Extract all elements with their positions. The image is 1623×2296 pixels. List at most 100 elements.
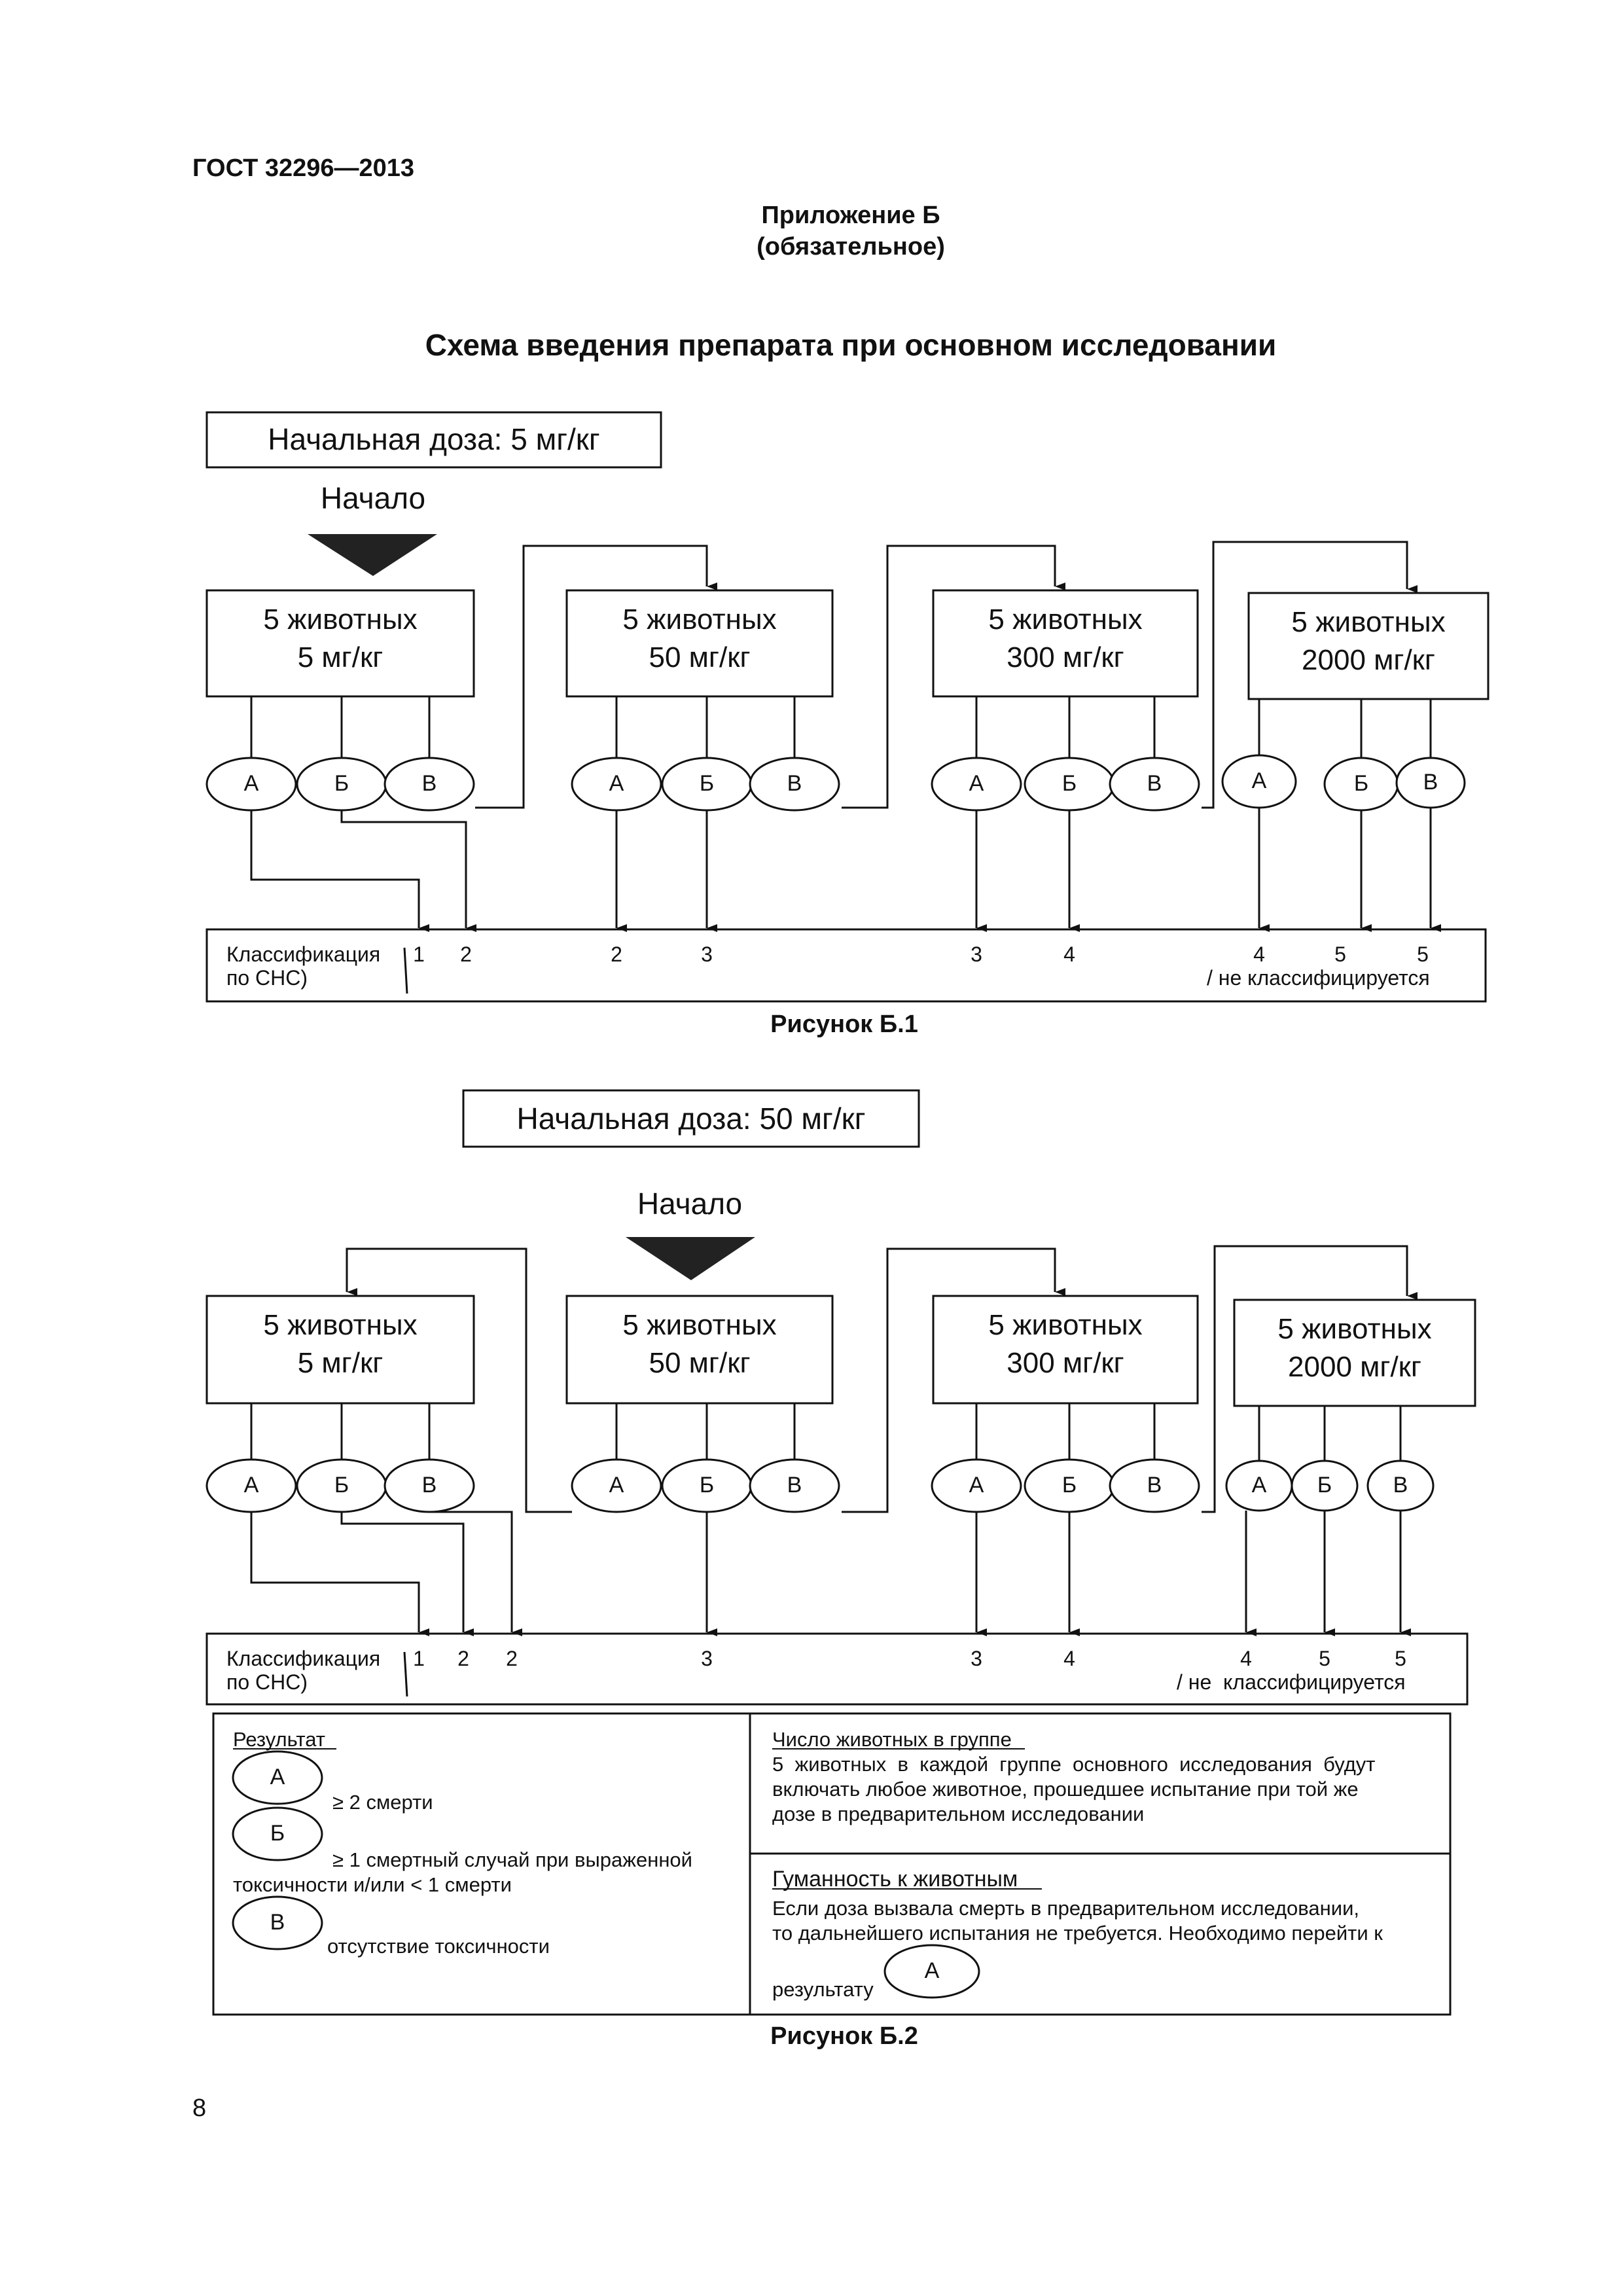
fig1-box-2000 — [1247, 592, 1489, 700]
fig2-box-2000 — [1233, 1299, 1476, 1407]
legend-humane-line-1: Если доза вызвала смерть в предварительн… — [772, 1897, 1360, 1920]
fig2-oval-b-3: Б — [1061, 1473, 1077, 1498]
fig1-class-value: 2 — [611, 942, 622, 966]
annex-title: Приложение Б — [761, 202, 940, 229]
fig1-class-value: 2 — [460, 942, 472, 966]
fig2-oval-b-2: Б — [699, 1473, 715, 1498]
fig2-not-classified: / не классифицируется — [1177, 1670, 1406, 1694]
fig2-class-label-2: по СНС) — [226, 1670, 308, 1694]
fig2-oval-a-4: А — [1251, 1473, 1267, 1498]
legend-oval-c: В — [270, 1910, 285, 1935]
fig2-class-value: 2 — [506, 1647, 518, 1670]
fig1-oval-a-3: А — [969, 771, 984, 796]
legend-humane-oval: А — [924, 1958, 940, 1983]
fig1-start-dose-box — [205, 411, 662, 469]
fig1-oval-c-2: В — [787, 771, 802, 796]
fig2-class-value: 4 — [1240, 1647, 1252, 1670]
fig2-class-value: 2 — [457, 1647, 469, 1670]
fig1-class-label-2: по СНС) — [226, 966, 308, 990]
fig2-oval-b-4: Б — [1317, 1473, 1332, 1498]
fig1-class-label-1: Классификация — [226, 942, 381, 966]
fig2-class-value: 3 — [701, 1647, 713, 1670]
legend-humane-line-2: то дальнейшего испытания не требуется. Н… — [772, 1922, 1383, 1945]
fig1-class-value: 5 — [1334, 942, 1346, 966]
fig2-box-300 — [932, 1295, 1199, 1405]
fig2-start-dose: Начальная доза: 50 мг/кг — [516, 1102, 866, 1136]
legend-text-b-1: ≥ 1 смертный случай при выраженной — [332, 1848, 692, 1871]
fig1-class-value: 5 — [1417, 942, 1429, 966]
legend-count-line-2: включать любое животное, прошедшее испыт… — [772, 1778, 1359, 1801]
fig2-class-value: 5 — [1395, 1647, 1406, 1670]
fig1-box-300 — [932, 589, 1199, 698]
fig2-oval-a-1: А — [243, 1473, 259, 1498]
fig1-class-value: 4 — [1063, 942, 1075, 966]
fig1-not-classified: / не классифицируется — [1207, 966, 1430, 990]
fig1-classification-box — [205, 928, 1487, 1003]
fig1-class-value: 3 — [701, 942, 713, 966]
legend-oval-a: А — [270, 1765, 285, 1789]
standard-number: ГОСТ 32296—2013 — [192, 154, 415, 182]
fig1-oval-c-4: В — [1423, 770, 1438, 795]
fig2-oval-c-2: В — [787, 1473, 802, 1498]
fig1-oval-a-4: А — [1251, 768, 1267, 793]
fig1-oval-b-3: Б — [1061, 771, 1077, 796]
fig2-class-value: 1 — [413, 1647, 425, 1670]
legend-text-a: ≥ 2 смерти — [332, 1791, 433, 1814]
fig1-oval-c-1: В — [421, 771, 437, 796]
fig1-start-label: Начало — [320, 481, 426, 515]
fig1-oval-a-2: А — [609, 771, 624, 796]
fig2-oval-a-2: А — [609, 1473, 624, 1498]
annex-status: (обязательное) — [757, 233, 945, 260]
fig1-caption: Рисунок Б.1 — [770, 1011, 918, 1038]
legend-humane-title: Гуманность к животным — [772, 1867, 1018, 1892]
fig1-box-50 — [565, 589, 834, 698]
fig1-class-value: 4 — [1253, 942, 1265, 966]
legend-count-title: Число животных в группе — [772, 1728, 1012, 1751]
fig2-start-triangle — [626, 1237, 755, 1280]
fig1-oval-b-2: Б — [699, 771, 715, 796]
fig2-oval-c-1: В — [421, 1473, 437, 1498]
fig1-box-5 — [205, 589, 475, 698]
fig1-oval-a-1: А — [243, 771, 259, 796]
fig2-oval-c-4: В — [1393, 1473, 1408, 1498]
legend-count-line-1: 5 животных в каждой группе основного исс… — [772, 1753, 1376, 1776]
section-title: Схема введения препарата при основном ис… — [425, 328, 1277, 362]
legend-count-line-3: дозе в предварительном исследовании — [772, 1803, 1145, 1825]
fig2-oval-b-1: Б — [334, 1473, 349, 1498]
fig1-oval-b-4: Б — [1353, 771, 1369, 796]
fig1-class-value: 3 — [971, 942, 982, 966]
fig1-oval-b-1: Б — [334, 771, 349, 796]
fig1-class-value: 1 — [413, 942, 425, 966]
page-number: 8 — [192, 2094, 207, 2122]
fig2-box-50 — [565, 1295, 834, 1405]
fig2-class-value: 3 — [971, 1647, 982, 1670]
fig2-class-value: 5 — [1319, 1647, 1330, 1670]
fig1-start-triangle — [308, 534, 437, 576]
fig2-class-label-1: Классификация — [226, 1647, 381, 1670]
fig2-box-5 — [205, 1295, 475, 1405]
legend-result-title: Результат — [233, 1728, 325, 1751]
fig2-class-value: 4 — [1063, 1647, 1075, 1670]
fig2-start-label: Начало — [637, 1187, 743, 1221]
legend-table — [212, 1712, 1452, 2016]
legend-humane-line-3: результату — [772, 1978, 874, 2001]
legend-text-b-2: токсичности и/или < 1 смерти — [233, 1873, 512, 1896]
fig2-start-dose-box — [462, 1089, 920, 1148]
fig2-classification-box — [205, 1632, 1469, 1706]
fig1-oval-c-3: В — [1147, 771, 1162, 796]
fig2-oval-a-3: А — [969, 1473, 984, 1498]
fig1-start-dose: Начальная доза: 5 мг/кг — [268, 422, 600, 456]
fig2-oval-c-3: В — [1147, 1473, 1162, 1498]
fig2-caption: Рисунок Б.2 — [770, 2022, 918, 2050]
legend-oval-b: Б — [270, 1821, 285, 1846]
